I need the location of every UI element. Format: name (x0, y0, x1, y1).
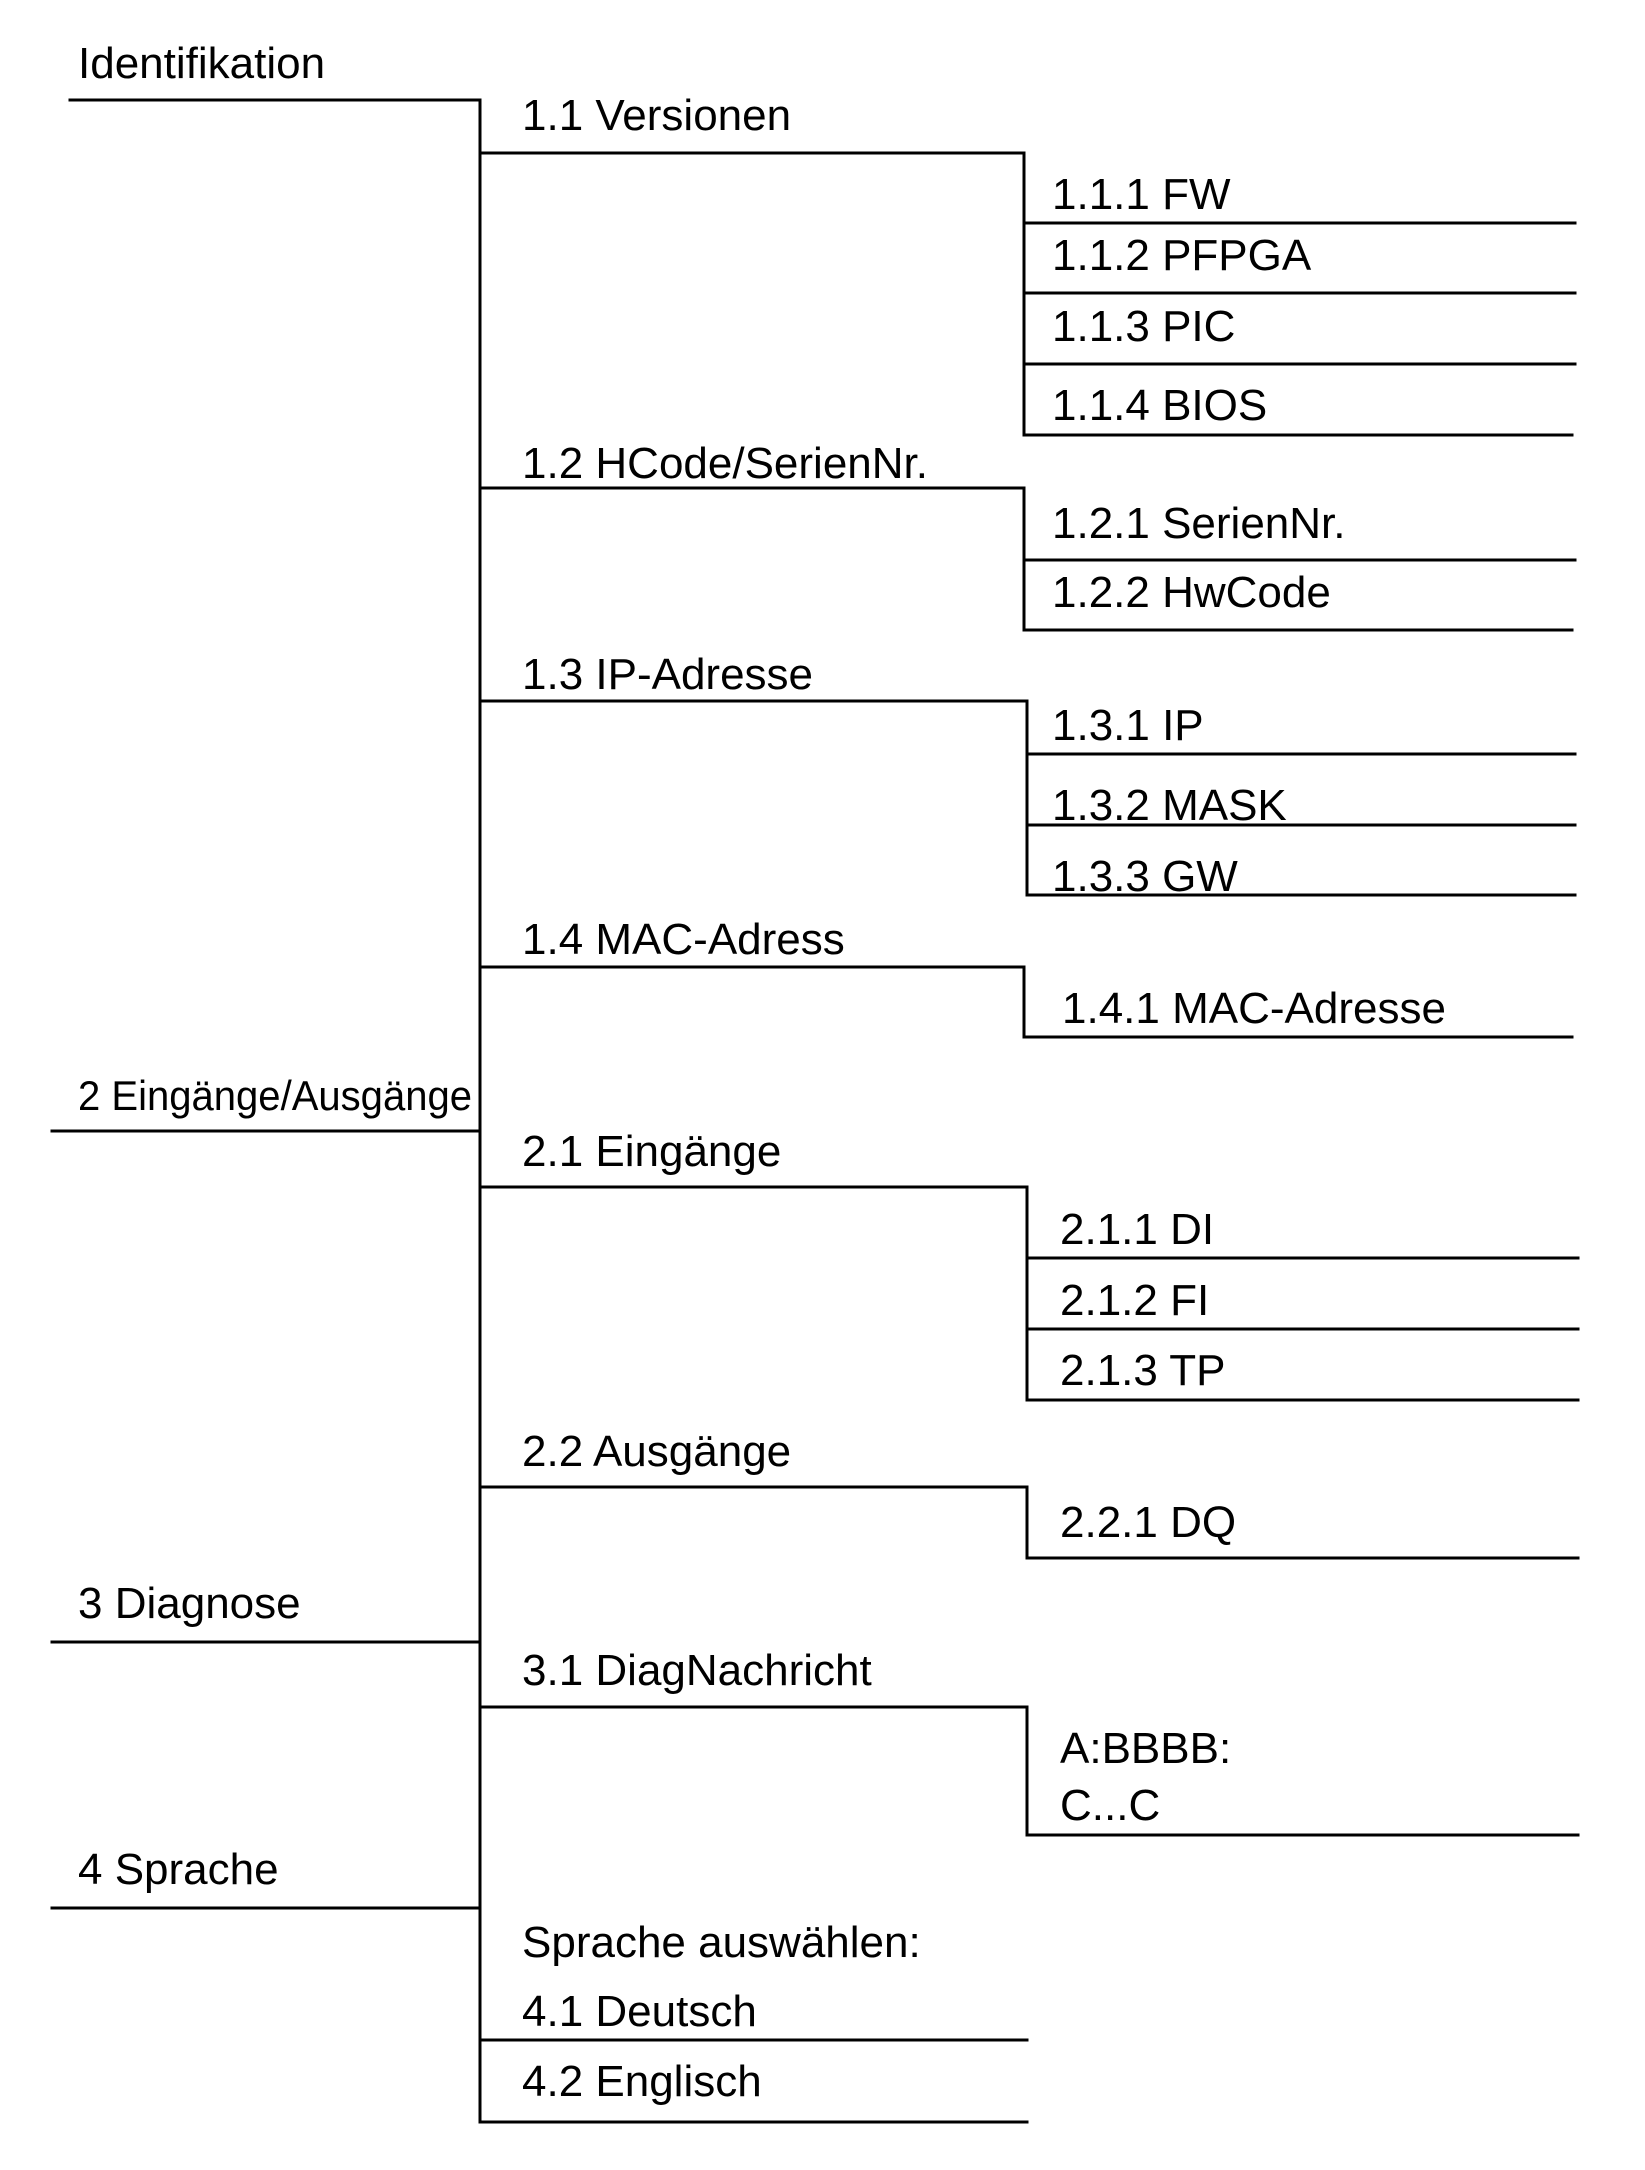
node-mac-adress: 1.4 MAC-Adress (522, 915, 845, 964)
level3-ip-group: 1.3.1 IP 1.3.2 MASK 1.3.3 GW (1025, 699, 1577, 901)
node-ip-adresse: 1.3 IP-Adresse (522, 650, 813, 699)
level2-eingaenge: 2.1 Eingänge (478, 1127, 1029, 1189)
node-mask: 1.3.2 MASK (1052, 781, 1287, 830)
level2-sprache-options: Sprache auswählen: 4.1 Deutsch 4.2 Engli… (478, 1918, 1029, 2124)
level1-sprache: 4 Sprache (50, 1845, 482, 1910)
node-tp: 2.1.3 TP (1060, 1346, 1226, 1395)
node-identifikation: Identifikation (78, 39, 325, 88)
node-diagnose: 3 Diagnose (78, 1579, 301, 1628)
level2-versionen: 1.1 Versionen (478, 91, 1026, 155)
node-versionen: 1.1 Versionen (522, 91, 791, 140)
level2-ausgaenge: 2.2 Ausgänge (478, 1427, 1029, 1489)
node-di: 2.1.1 DI (1060, 1205, 1214, 1254)
level3-mac-group: 1.4.1 MAC-Adresse (1022, 965, 1574, 1039)
node-fi: 2.1.2 FI (1060, 1276, 1209, 1325)
node-pic: 1.1.3 PIC (1052, 302, 1235, 351)
node-gw: 1.3.3 GW (1052, 852, 1238, 901)
level3-hcode-group: 1.2.1 SerienNr. 1.2.2 HwCode (1022, 486, 1577, 632)
node-pfpga: 1.1.2 PFPGA (1052, 231, 1312, 280)
level2-mac-adress: 1.4 MAC-Adress (478, 915, 1026, 969)
node-sprache: 4 Sprache (78, 1845, 279, 1894)
node-deutsch: 4.1 Deutsch (522, 1987, 757, 2036)
level1-identifikation: Identifikation (68, 39, 482, 102)
node-seriennr: 1.2.1 SerienNr. (1052, 499, 1346, 548)
level3-diagnachricht-group: A:BBBB: C...C (1025, 1705, 1580, 1837)
node-hwcode: 1.2.2 HwCode (1052, 568, 1331, 617)
node-eingaenge: 2.1 Eingänge (522, 1127, 781, 1176)
level1-diagnose: 3 Diagnose (50, 1579, 482, 1644)
node-hcode-seriennr: 1.2 HCode/SerienNr. (522, 439, 928, 488)
node-diagnachricht: 3.1 DiagNachricht (522, 1646, 872, 1695)
level1-eingaenge-ausgaenge: 2 Eingänge/Ausgänge (50, 1072, 482, 1133)
node-bios: 1.1.4 BIOS (1052, 381, 1267, 430)
diag-message-line2: C...C (1060, 1781, 1160, 1830)
level3-versionen-group: 1.1.1 FW 1.1.2 PFPGA 1.1.3 PIC 1.1.4 BIO… (1022, 151, 1577, 437)
node-englisch: 4.2 Englisch (522, 2057, 762, 2106)
diag-message-line1: A:BBBB: (1060, 1724, 1231, 1773)
level2-ip-adresse: 1.3 IP-Adresse (478, 650, 1029, 703)
level2-diagnachricht: 3.1 DiagNachricht (478, 1646, 1029, 1709)
node-fw: 1.1.1 FW (1052, 170, 1231, 219)
node-eingaenge-ausgaenge: 2 Eingänge/Ausgänge (78, 1072, 472, 1119)
level3-ausgaenge-group: 2.2.1 DQ (1025, 1485, 1580, 1560)
node-ip: 1.3.1 IP (1052, 701, 1204, 750)
node-dq: 2.2.1 DQ (1060, 1498, 1236, 1547)
level2-hcode: 1.2 HCode/SerienNr. (478, 439, 1026, 490)
node-mac-adresse: 1.4.1 MAC-Adresse (1062, 984, 1446, 1033)
level3-eingaenge-group: 2.1.1 DI 2.1.2 FI 2.1.3 TP (1025, 1185, 1580, 1402)
sprache-prompt: Sprache auswählen: (522, 1918, 921, 1967)
node-ausgaenge: 2.2 Ausgänge (522, 1427, 791, 1476)
